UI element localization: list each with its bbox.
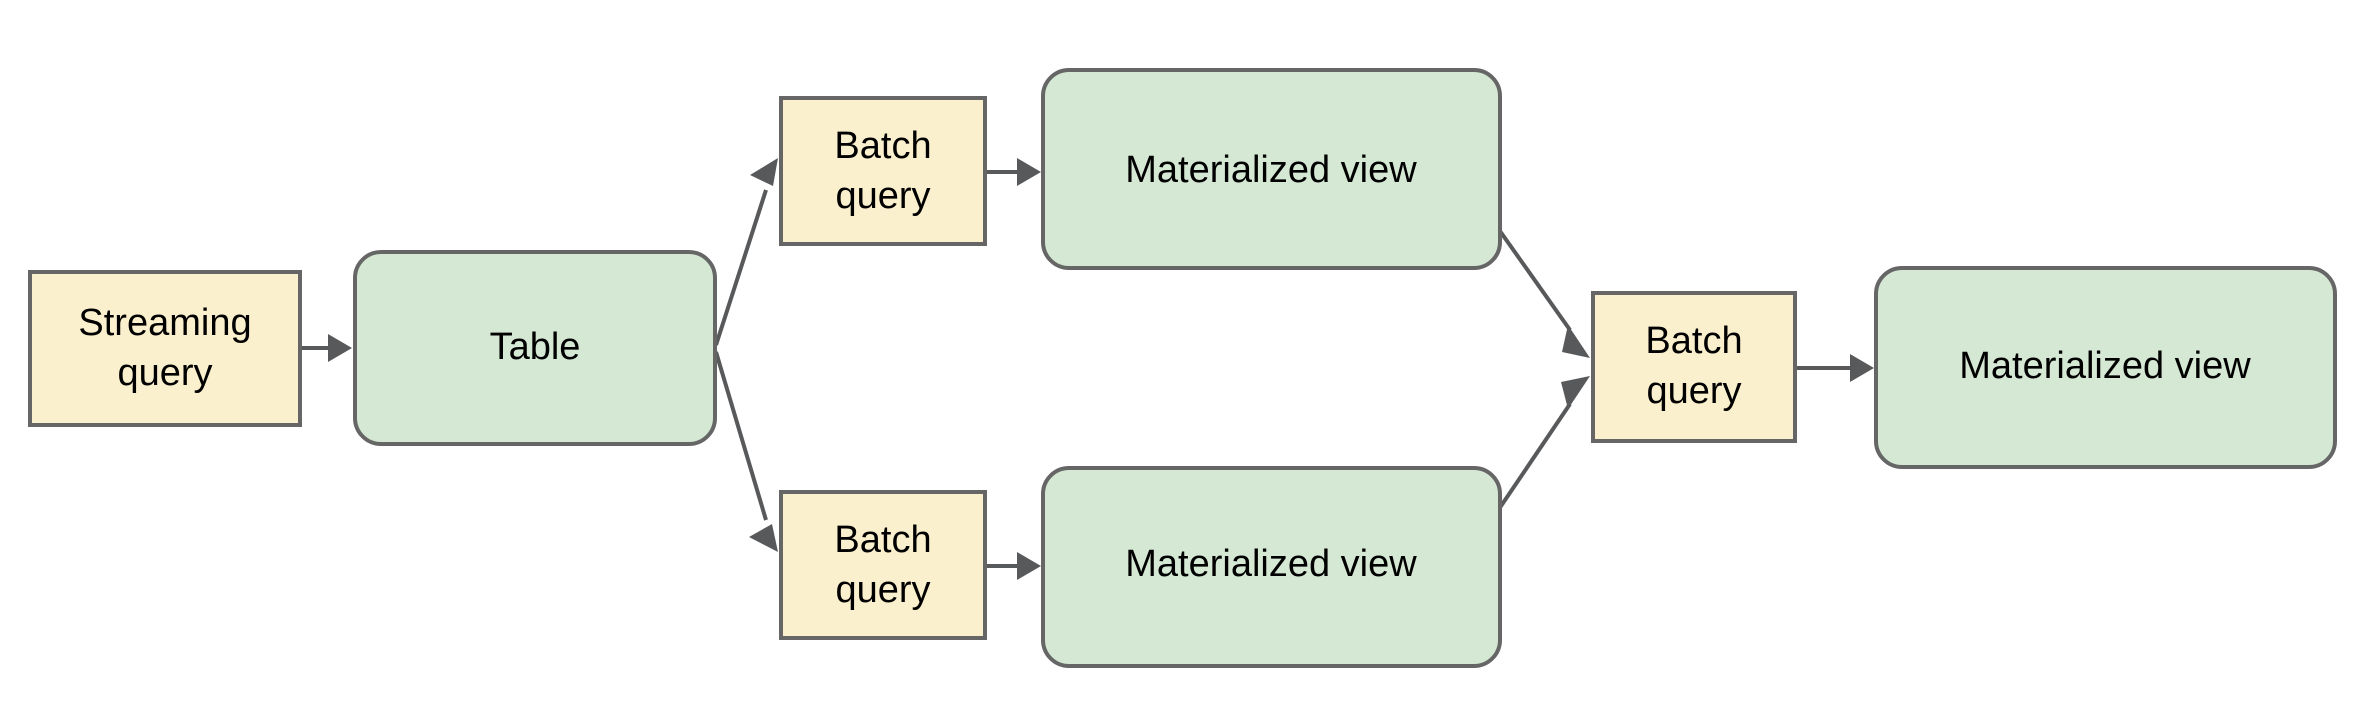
streaming-query-box[interactable] bbox=[28, 270, 302, 427]
edge-streaming-query-to-table bbox=[302, 334, 352, 362]
node-streaming-query[interactable]: Streaming query bbox=[28, 270, 302, 427]
edge-table-to-batch-query-top bbox=[714, 158, 778, 346]
streaming-query-label-line-2: query bbox=[117, 352, 212, 394]
streaming-query-label-line-1: Streaming bbox=[78, 302, 251, 344]
batch-query-bottom-box[interactable] bbox=[779, 490, 987, 640]
node-batch-query-bottom[interactable]: Batch query bbox=[779, 490, 987, 640]
node-layer: Streaming query Table Batch query Materi… bbox=[28, 68, 2337, 668]
node-batch-query-join[interactable]: Batch query bbox=[1591, 291, 1797, 443]
batch-query-bottom-label-line-1: Batch bbox=[834, 519, 931, 561]
node-table[interactable]: Table bbox=[353, 250, 717, 446]
edge-batch-query-bottom-to-materialized-view-bottom bbox=[987, 552, 1041, 580]
batch-query-bottom-label-line-2: query bbox=[835, 569, 930, 611]
materialized-view-bottom-label: Materialized view bbox=[1125, 543, 1417, 585]
materialized-view-final-box[interactable] bbox=[1874, 266, 2337, 469]
batch-query-top-label-line-2: query bbox=[835, 175, 930, 217]
batch-query-top-label-line-1: Batch bbox=[834, 125, 931, 167]
materialized-view-top-box[interactable] bbox=[1041, 68, 1502, 270]
batch-query-join-box[interactable] bbox=[1591, 291, 1797, 443]
materialized-view-final-label: Materialized view bbox=[1959, 345, 2251, 387]
table-label: Table bbox=[490, 326, 581, 368]
node-materialized-view-bottom[interactable]: Materialized view bbox=[1041, 466, 1502, 668]
batch-query-join-label-line-2: query bbox=[1646, 370, 1741, 412]
batch-query-top-box[interactable] bbox=[779, 96, 987, 246]
batch-query-join-label-line-1: Batch bbox=[1645, 320, 1742, 362]
node-materialized-view-final[interactable]: Materialized view bbox=[1874, 266, 2337, 469]
materialized-view-top-label: Materialized view bbox=[1125, 149, 1417, 191]
node-materialized-view-top[interactable]: Materialized view bbox=[1041, 68, 1502, 270]
node-batch-query-top[interactable]: Batch query bbox=[779, 96, 987, 246]
edge-table-to-batch-query-bottom bbox=[714, 351, 778, 552]
edge-batch-query-top-to-materialized-view-top bbox=[987, 158, 1041, 186]
edge-batch-query-join-to-materialized-view-final bbox=[1797, 354, 1874, 382]
table-box[interactable] bbox=[353, 250, 717, 446]
materialized-view-bottom-box[interactable] bbox=[1041, 466, 1502, 668]
